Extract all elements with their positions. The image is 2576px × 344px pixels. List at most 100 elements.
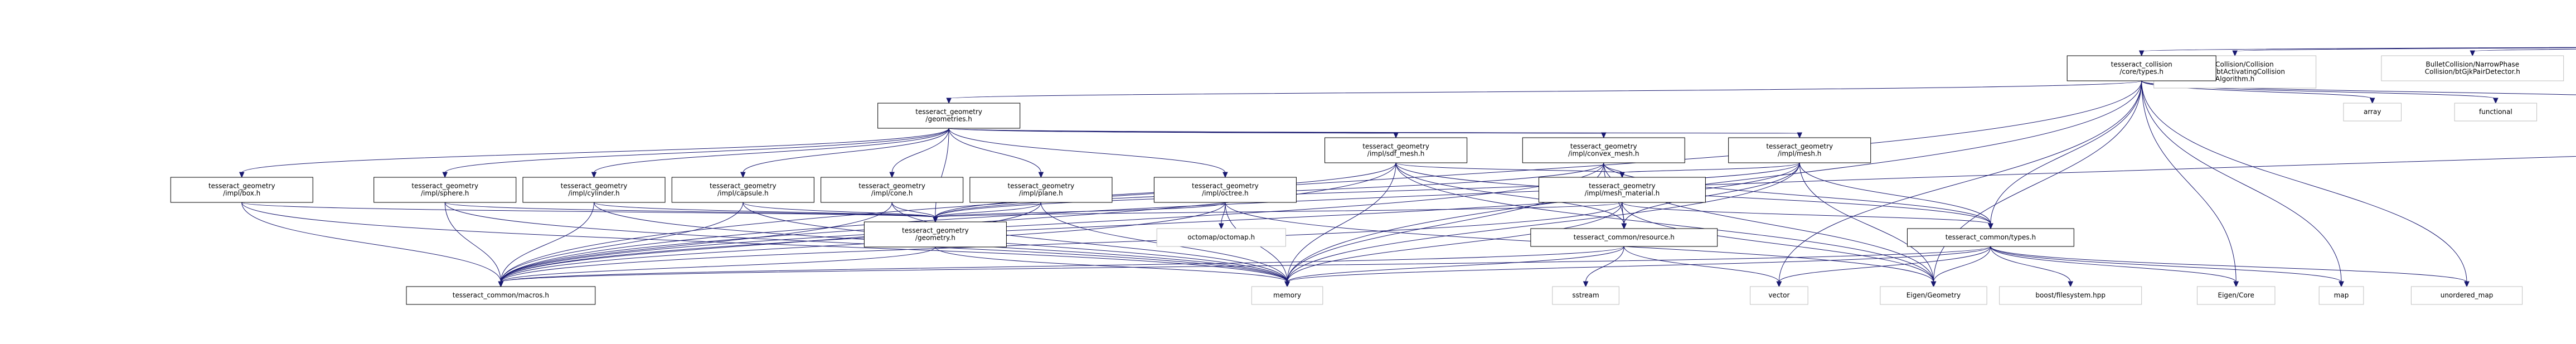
node-label-line: array [2364, 108, 2381, 116]
node-label-line: /impl/octree.h [1202, 190, 1249, 197]
node-box [2454, 103, 2538, 122]
edge-arrowhead [1284, 281, 1290, 288]
node-capsule[interactable]: tesseract_geometry/impl/capsule.h [671, 177, 814, 203]
node-label-line: /impl/plane.h [1019, 190, 1063, 197]
node-eigenGeometry[interactable]: Eigen/Geometry [1880, 286, 1987, 305]
dependency-edge [1287, 202, 1623, 283]
dependency-edge [1623, 246, 1779, 283]
node-resource[interactable]: tesseract_common/resource.h [1530, 228, 1718, 247]
node-box [2318, 286, 2364, 305]
node-eigenCore[interactable]: Eigen/Core [2196, 286, 2276, 305]
node-label-line: sstream [1572, 292, 1599, 299]
node-label-line: /geometry.h [915, 234, 955, 242]
node-octree[interactable]: tesseract_geometry/impl/octree.h [1153, 177, 1297, 203]
dependency-edge [500, 156, 2576, 283]
node-sstream[interactable]: sstream [1552, 286, 1619, 305]
node-plane[interactable]: tesseract_geometry/impl/plane.h [969, 177, 1113, 203]
node-label-line: octomap/octomap.h [1187, 234, 1255, 241]
node-layer: tesseract_collision/include/tesseract_co… [170, 55, 2564, 305]
dependency-edge [1990, 246, 2342, 283]
edge-arrowhead [889, 172, 895, 178]
node-box [1880, 286, 1987, 305]
node-label-line: /impl/sdf_mesh.h [1367, 150, 1425, 158]
dependency-edge [948, 128, 1604, 134]
node-label-line: Eigen/Geometry [1906, 292, 1961, 299]
node-box [877, 103, 1021, 129]
node-octomap[interactable]: octomap/octomap.h [1156, 228, 1286, 247]
node-label-line: unordered_map [2441, 292, 2493, 299]
node-label-line: /impl/sphere.h [421, 190, 469, 197]
node-geometries[interactable]: tesseract_geometry/geometries.h [877, 103, 1021, 129]
node-box [2196, 286, 2276, 305]
node-box [1906, 228, 2074, 247]
node-label-line: tesseract_geometry [411, 182, 478, 190]
edge-arrowhead [442, 172, 448, 178]
node-memory[interactable]: memory [1251, 286, 1323, 305]
dependency-edge [500, 246, 936, 283]
node-sphere[interactable]: tesseract_geometry/impl/sphere.h [373, 177, 517, 203]
node-coreTypes[interactable]: tesseract_collision/core/types.h [2066, 55, 2216, 81]
node-box[interactable]: tesseract_geometry/impl/box.h [170, 177, 313, 203]
dependency-edge [948, 80, 2142, 99]
dependency-edge [1778, 246, 1991, 283]
node-label-line: tesseract_geometry [1766, 143, 1833, 151]
node-label-line: vector [1768, 292, 1789, 299]
edge-layer [239, 47, 2576, 288]
node-box [1552, 286, 1619, 305]
node-vector[interactable]: vector [1750, 286, 1808, 305]
node-boostFs[interactable]: boost/filesystem.hpp [1999, 286, 2142, 305]
node-mesh[interactable]: tesseract_geometry/impl/mesh.h [1728, 137, 1871, 163]
dependency-edge [500, 202, 595, 283]
dependency-edge [948, 128, 1226, 173]
node-btGjkPair[interactable]: BulletCollision/NarrowPhaseCollision/btG… [2381, 55, 2564, 81]
dependency-edge [2234, 47, 2576, 52]
node-box [522, 177, 666, 203]
node-label-line: memory [1273, 292, 1301, 299]
node-commonTypes[interactable]: tesseract_common/types.h [1906, 228, 2074, 247]
dependency-edge [2141, 47, 2576, 52]
edge-arrowhead [1930, 281, 1937, 288]
node-functional[interactable]: functional [2454, 103, 2538, 122]
node-cylinder[interactable]: tesseract_geometry/impl/cylinder.h [522, 177, 666, 203]
dependency-edge [241, 202, 501, 283]
node-unorderedMap[interactable]: unordered_map [2410, 286, 2523, 305]
dependency-edge [1933, 246, 1991, 283]
dependency-edge [1395, 162, 1623, 173]
dependency-edge [935, 162, 1800, 218]
dependency-edge [1287, 162, 1800, 283]
dependency-edge [1585, 246, 1624, 283]
node-box [863, 221, 1007, 248]
node-label-line: tesseract_geometry [902, 227, 969, 235]
dependency-edge [1778, 80, 2142, 283]
node-convexMesh[interactable]: tesseract_geometry/impl/convex_mesh.h [1522, 137, 1685, 163]
dependency-edge [948, 128, 1041, 173]
dependency-edge [1622, 162, 1800, 173]
dependency-edge [1603, 162, 1991, 225]
dependency-edge [1622, 202, 1624, 225]
dependency-edge [2141, 80, 2237, 283]
node-box [2343, 103, 2402, 122]
node-label-line: tesseract_geometry [561, 182, 628, 190]
node-box [373, 177, 517, 203]
edge-arrowhead [1988, 223, 1993, 230]
node-box [969, 177, 1113, 203]
node-meshMaterial[interactable]: tesseract_geometry/impl/mesh_material.h [1538, 177, 1706, 203]
node-label-line: map [2334, 292, 2349, 299]
node-box [1538, 177, 1706, 203]
node-geometry[interactable]: tesseract_geometry/geometry.h [863, 221, 1007, 248]
edge-arrowhead [2339, 281, 2344, 288]
dependency-edge [1623, 162, 1800, 225]
node-macros[interactable]: tesseract_common/macros.h [406, 286, 596, 305]
node-cone[interactable]: tesseract_geometry/impl/cone.h [821, 177, 964, 203]
edge-arrowhead [1219, 223, 1224, 230]
edge-arrowhead [2464, 281, 2470, 288]
dependency-edge [1799, 162, 1934, 283]
node-map[interactable]: map [2318, 286, 2364, 305]
node-array[interactable]: array [2343, 103, 2402, 122]
edge-arrowhead [2470, 50, 2476, 57]
edge-arrowhead [740, 172, 746, 178]
node-label-line: /impl/convex_mesh.h [1568, 150, 1639, 158]
dependency-edge [500, 202, 892, 283]
node-box [2066, 55, 2216, 81]
node-sdfMesh[interactable]: tesseract_geometry/impl/sdf_mesh.h [1325, 137, 1468, 163]
